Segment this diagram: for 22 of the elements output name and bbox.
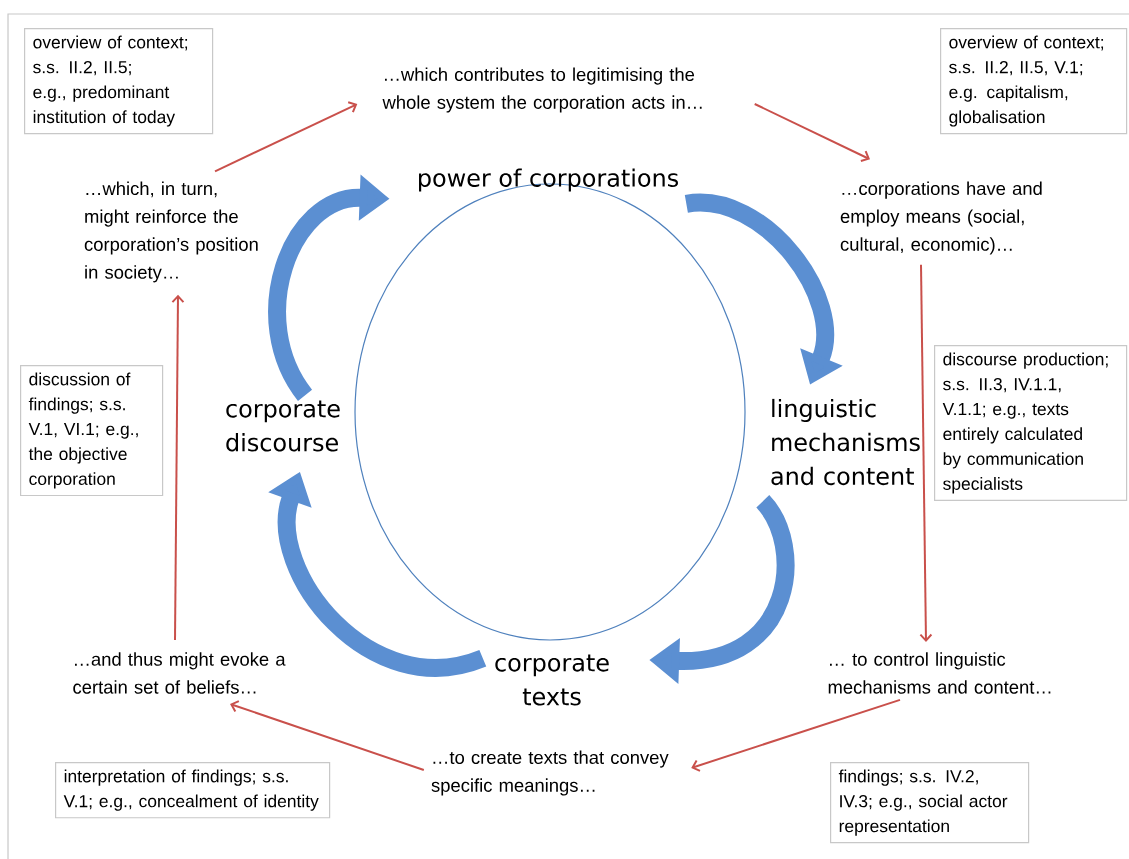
note-box: discussion of findings; s.s. V.1, VI.1; e.g., the objective corporation <box>20 365 164 497</box>
note-box: overview of context; s.s. II.2, II.5; e.g., predominant institution of today <box>24 28 214 135</box>
step-text: …which, in turn, might reinforce the corporation’s position in society… <box>84 181 258 283</box>
step-text: …which contributes to legitimising the whole system the corporation acts in… <box>382 67 702 113</box>
step-text: … to control linguistic mechanisms and content… <box>828 652 1051 694</box>
arrow <box>919 263 933 643</box>
note-box: overview of context; s.s. II.2, II.5, V.1; e.g. capitalism, globalisation <box>940 28 1128 135</box>
arrow <box>230 700 425 771</box>
note-box: discourse production; s.s. II.3, IV.1.1, V.1.1; e.g., texts entirely calculated by communication specialists <box>934 345 1128 501</box>
note-box: interpretation of findings; s.s. V.1; e.g., concealment of identity <box>55 762 331 819</box>
step-text: …corporations have and employ means (social, cultural, economic)… <box>840 181 1042 255</box>
arrow <box>171 294 185 642</box>
cycle-label: power of corporations <box>419 168 678 192</box>
step-text: …and thus might evoke a certain set of beliefs… <box>73 652 286 694</box>
cycle-label: linguistic mechanisms and content <box>771 398 920 486</box>
cycle-label: corporate texts <box>495 654 609 706</box>
cycle-label: corporate discourse <box>226 400 340 452</box>
arrow <box>214 101 358 173</box>
arrow <box>753 103 870 163</box>
note-box: findings; s.s. IV.2, IV.3; e.g., social actor representation <box>830 762 1030 844</box>
arrow <box>691 698 901 772</box>
step-text: …to create texts that convey specific meanings… <box>431 750 669 796</box>
